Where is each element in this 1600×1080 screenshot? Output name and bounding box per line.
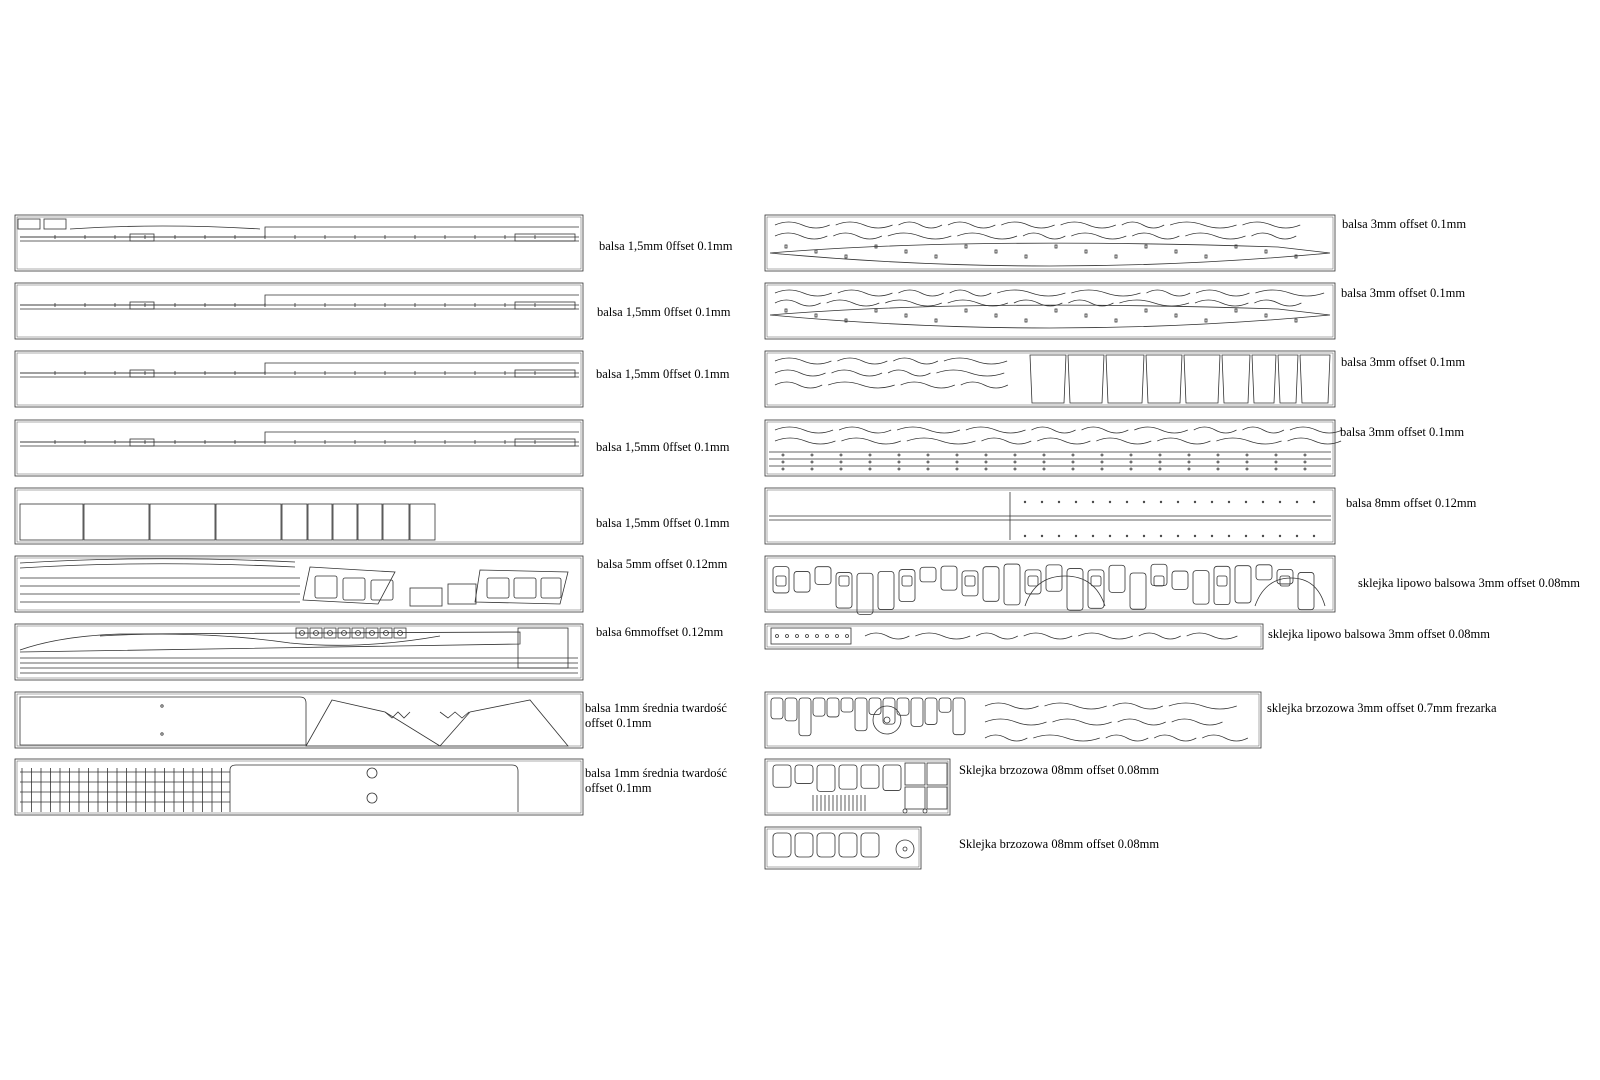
sheet-l2 <box>14 282 584 340</box>
label-r1: balsa 3mm offset 0.1mm <box>1342 217 1467 231</box>
sheet-r7 <box>764 623 1264 650</box>
label-l4: balsa 1,5mm 0ffset 0.1mm <box>596 440 730 454</box>
sheet-r9 <box>764 758 951 816</box>
sheet-r1 <box>764 214 1336 272</box>
label-l3: balsa 1,5mm 0ffset 0.1mm <box>596 367 730 381</box>
sheet-l5 <box>14 487 584 545</box>
sheet-r8 <box>764 691 1262 749</box>
label-l9: balsa 1mm średnia twardość offset 0.1mm <box>585 766 727 795</box>
label-r2: balsa 3mm offset 0.1mm <box>1341 286 1466 300</box>
label-r4: balsa 3mm offset 0.1mm <box>1340 425 1465 439</box>
sheet-r3 <box>764 350 1336 408</box>
label-l2: balsa 1,5mm 0ffset 0.1mm <box>597 305 731 319</box>
sheet-l3 <box>14 350 584 408</box>
label-r7: sklejka lipowo balsowa 3mm offset 0.08mm <box>1268 627 1490 641</box>
sheet-r2 <box>764 282 1336 340</box>
label-l1: balsa 1,5mm 0ffset 0.1mm <box>599 239 733 253</box>
label-r3: balsa 3mm offset 0.1mm <box>1341 355 1466 369</box>
sheet-l8 <box>14 691 584 749</box>
label-r10: Sklejka brzozowa 08mm offset 0.08mm <box>959 837 1160 851</box>
sheet-r10 <box>764 826 922 870</box>
sheet-l1 <box>14 214 584 272</box>
label-l6: balsa 5mm offset 0.12mm <box>597 557 728 571</box>
label-l8: balsa 1mm średnia twardość offset 0.1mm <box>585 701 727 730</box>
label-r5: balsa 8mm offset 0.12mm <box>1346 496 1477 510</box>
sheet-l7 <box>14 623 584 681</box>
label-r9: Sklejka brzozowa 08mm offset 0.08mm <box>959 763 1160 777</box>
label-r6: sklejka lipowo balsowa 3mm offset 0.08mm <box>1358 576 1580 590</box>
sheet-r6 <box>764 555 1336 615</box>
sheet-r5 <box>764 487 1336 545</box>
sheet-r4 <box>764 419 1343 477</box>
sheet-l9 <box>14 758 584 816</box>
sheet-l4 <box>14 419 584 477</box>
sheet-l6 <box>14 555 584 613</box>
label-r8: sklejka brzozowa 3mm offset 0.7mm frezar… <box>1267 701 1497 715</box>
label-l5: balsa 1,5mm 0ffset 0.1mm <box>596 516 730 530</box>
label-l7: balsa 6mmoffset 0.12mm <box>596 625 724 639</box>
